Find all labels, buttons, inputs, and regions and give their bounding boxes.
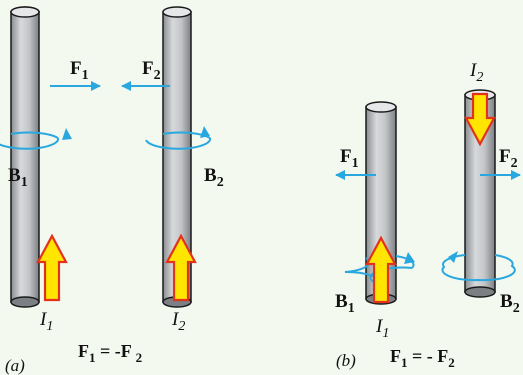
current-label-2-a: I2 <box>171 309 185 334</box>
current-label-1-a: I1 <box>39 309 53 334</box>
current-arrow-1-a-icon <box>38 236 66 300</box>
force-label-2-a: F2 <box>142 58 161 83</box>
field-label-2-b: B2 <box>500 291 520 316</box>
field-2-a-arrowhead-icon <box>200 126 210 138</box>
force-label-1-b: F1 <box>340 146 359 171</box>
field-label-1-b: B1 <box>335 291 355 316</box>
wire-1-a <box>11 7 39 307</box>
caption-b: (b) <box>336 351 356 370</box>
equation-b: F1 = - F2 <box>390 346 455 370</box>
field-1-a-arrowhead-icon <box>62 128 72 140</box>
current-label-1-b: I1 <box>375 316 389 341</box>
field-label-2-a: B2 <box>204 165 224 190</box>
caption-a: (a) <box>5 356 25 375</box>
panel-a: F1 F2 B1 B2 I1 I2 F1 = -F 2 (a) <box>0 7 224 375</box>
force-label-2-b: F2 <box>499 146 518 171</box>
equation-a: F1 = -F 2 <box>78 341 142 365</box>
panel-b: F1 F2 B1 B2 I1 I2 F1 = - F2 (b) <box>335 60 520 370</box>
current-label-2-b: I2 <box>469 60 483 85</box>
force-label-1-a: F1 <box>70 58 89 83</box>
